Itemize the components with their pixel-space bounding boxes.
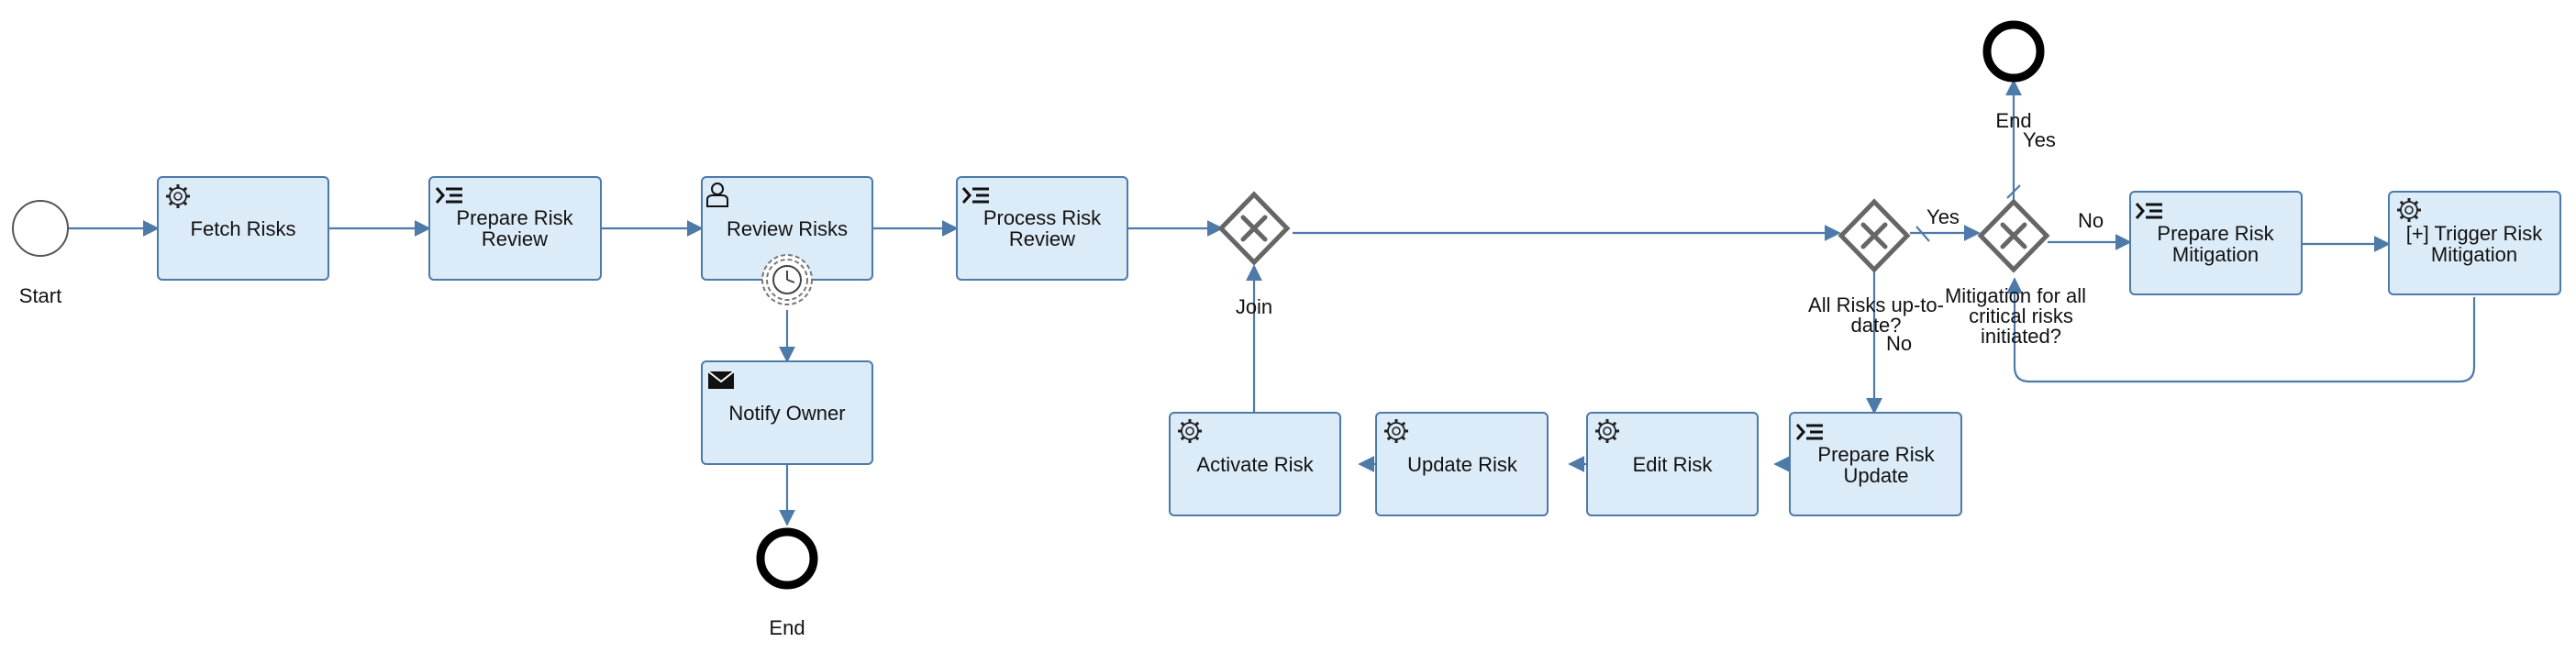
gateway-mitigation-label-line-2: critical risks: [1969, 304, 2073, 327]
task-label-line-1: Prepare Risk: [2157, 222, 2274, 245]
end-event-top[interactable]: [1982, 20, 2045, 83]
task-label-line-2: Mitigation: [2172, 243, 2259, 266]
end-event-notify[interactable]: [756, 527, 818, 590]
task-label: Activate Risk: [1196, 453, 1314, 476]
task-label-line-1: Prepare Risk: [456, 206, 573, 229]
envelope-icon: [707, 371, 735, 390]
timer-boundary-event[interactable]: [761, 254, 813, 305]
flow-label-no: No: [2078, 209, 2104, 232]
flow-label-yes: Yes: [1926, 205, 1960, 228]
start-event-label: Start: [19, 284, 61, 307]
end-event-top-label: End: [1995, 109, 2031, 132]
task-label-line-1: Prepare Risk: [1817, 443, 1935, 466]
task-label-line-1: [+] Trigger Risk: [2406, 222, 2544, 245]
gateway-all-risks-up-to-date[interactable]: [1838, 198, 1911, 273]
gateway-mitigation-label-line-3: initiated?: [1981, 325, 2061, 348]
end-event-notify-label: End: [769, 616, 805, 639]
task-label: Review Risks: [727, 217, 848, 240]
task-prepare-risk-mitigation[interactable]: Prepare Risk Mitigation: [2129, 191, 2303, 295]
flow-label-no: No: [1886, 332, 1912, 355]
task-label-line-1: Process Risk: [983, 206, 1102, 229]
sequence-flows: [68, 79, 2476, 526]
gateway-all-up-to-date-label-line-1: All Risks up-to-: [1808, 293, 1944, 316]
gateway-join-label: Join: [1236, 295, 1272, 318]
task-fetch-risks[interactable]: Fetch Risks: [157, 176, 329, 281]
task-label-line-2: Update: [1844, 464, 1909, 487]
timer-icon: [772, 265, 802, 294]
start-event[interactable]: [12, 200, 69, 257]
gateway-join[interactable]: [1217, 191, 1291, 266]
flow-label-yes: Yes: [2023, 128, 2056, 151]
task-label: Update Risk: [1407, 453, 1518, 476]
task-update-risk[interactable]: Update Risk: [1375, 412, 1549, 516]
gateway-mitigation-initiated[interactable]: [1977, 198, 2050, 273]
task-prepare-risk-update[interactable]: Prepare Risk Update: [1789, 412, 1962, 516]
task-review-risks[interactable]: Review Risks: [701, 176, 873, 281]
task-edit-risk[interactable]: Edit Risk: [1586, 412, 1759, 516]
task-notify-owner[interactable]: Notify Owner: [701, 360, 873, 465]
default-flow-marker: [1915, 226, 1930, 242]
default-flow-marker: [2006, 184, 2021, 199]
flow-trigger-back-to-gateway[interactable]: [2006, 277, 2476, 383]
gateway-mitigation-label-line-1: Mitigation for all: [1945, 284, 2086, 307]
task-label: Fetch Risks: [191, 217, 296, 240]
task-process-risk-review[interactable]: Process Risk Review: [956, 176, 1128, 281]
task-label: Edit Risk: [1633, 453, 1714, 476]
gateway-all-up-to-date-label-line-2: date?: [1850, 314, 1901, 337]
task-label-line-2: Mitigation: [2431, 243, 2517, 266]
task-trigger-risk-mitigation[interactable]: [+] Trigger Risk Mitigation: [2388, 191, 2561, 295]
task-prepare-risk-review[interactable]: Prepare Risk Review: [428, 176, 602, 281]
task-label-line-2: Review: [482, 227, 548, 250]
task-label-line-2: Review: [1009, 227, 1075, 250]
task-label: Notify Owner: [728, 402, 845, 425]
task-activate-risk[interactable]: Activate Risk: [1169, 412, 1341, 516]
